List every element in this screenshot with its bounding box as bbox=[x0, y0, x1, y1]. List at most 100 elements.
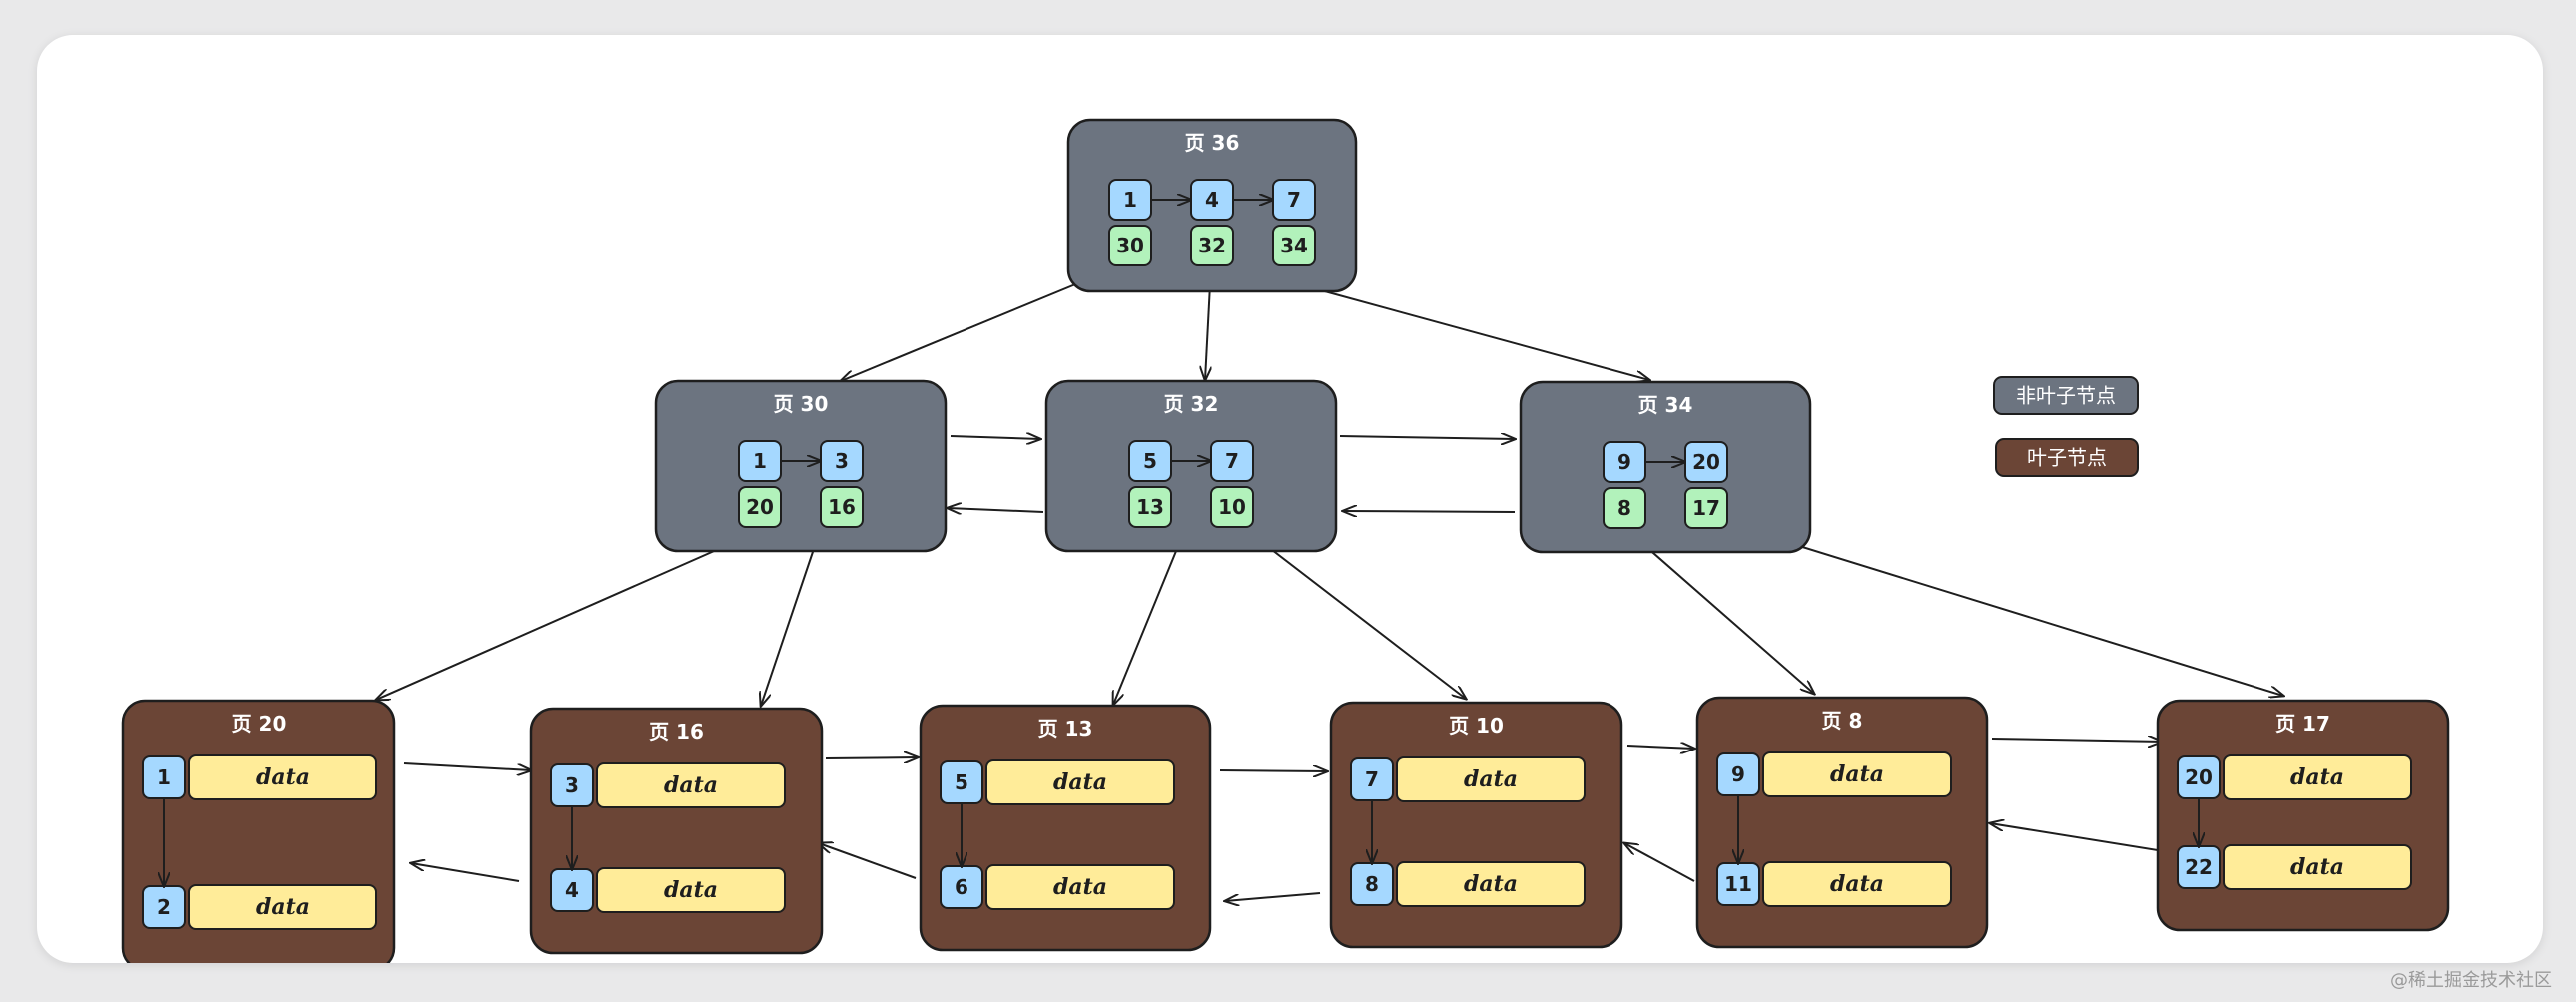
edges-layer bbox=[376, 281, 2283, 901]
data-block-box bbox=[188, 754, 377, 800]
page-title: 页 32 bbox=[1164, 392, 1219, 416]
sibling-link-arrow-p13-p10 bbox=[1219, 770, 1327, 771]
pointer-key: 1 bbox=[738, 440, 782, 482]
pointer-key: 3 bbox=[820, 440, 864, 482]
sibling-link-arrow-p16-p13 bbox=[825, 757, 918, 758]
page-node-box bbox=[919, 704, 1212, 952]
child-page-key-box bbox=[1272, 225, 1316, 266]
child-page-key-label: 32 bbox=[1198, 234, 1226, 257]
record-key-label: 8 bbox=[1365, 872, 1379, 896]
data-block-box bbox=[596, 762, 786, 808]
child-page-key-box bbox=[820, 486, 864, 528]
child-pointer-arrow-p36-p30 bbox=[841, 281, 1081, 381]
child-page-key-box bbox=[1210, 486, 1254, 528]
child-page-key-box bbox=[1108, 225, 1152, 266]
data-block-label: data bbox=[256, 894, 310, 920]
record-key: 2 bbox=[142, 885, 186, 929]
data-block: data bbox=[2223, 754, 2412, 800]
page-title: 页 36 bbox=[1185, 131, 1240, 155]
child-page-key: 17 bbox=[1684, 487, 1728, 529]
record-key-label: 3 bbox=[565, 773, 579, 797]
record-key-label: 22 bbox=[2185, 855, 2213, 879]
data-block-label: data bbox=[1830, 761, 1884, 787]
legend-label: 非叶子节点 bbox=[2016, 384, 2116, 408]
child-page-key: 32 bbox=[1190, 225, 1234, 266]
sibling-link-arrow-p8-p17 bbox=[1991, 739, 2162, 742]
pointer-key-label: 3 bbox=[835, 449, 849, 473]
child-page-key-box bbox=[1603, 487, 1646, 529]
child-page-key: 16 bbox=[820, 486, 864, 528]
child-page-key-label: 8 bbox=[1617, 496, 1631, 520]
record-key-label: 9 bbox=[1731, 762, 1745, 786]
child-page-key-label: 16 bbox=[828, 495, 856, 519]
pointer-key-box bbox=[1272, 179, 1316, 221]
data-block-box bbox=[1396, 861, 1586, 907]
record-key-label: 1 bbox=[157, 765, 171, 789]
data-block-box bbox=[2223, 754, 2412, 800]
record-key: 9 bbox=[1716, 752, 1760, 796]
page-node-box bbox=[1519, 380, 1812, 554]
page-title: 页 17 bbox=[2275, 712, 2330, 736]
child-page-key-label: 10 bbox=[1218, 495, 1246, 519]
pointer-key-box bbox=[1684, 441, 1728, 483]
data-block-box bbox=[2223, 844, 2412, 890]
record-key-label: 20 bbox=[2185, 765, 2213, 789]
pointer-key: 4 bbox=[1190, 179, 1234, 221]
sibling-link-arrow-p20-p16 bbox=[403, 762, 531, 770]
sibling-link-arrow-p30-p32 bbox=[950, 436, 1040, 439]
data-block-label: data bbox=[1053, 769, 1107, 795]
record-key: 1 bbox=[142, 755, 186, 799]
legend-item-leaf: 叶子节点 bbox=[1995, 438, 2139, 477]
child-pointer-arrow-p30-p20 bbox=[376, 536, 747, 700]
record-key: 11 bbox=[1716, 862, 1760, 906]
pointer-key-label: 7 bbox=[1287, 188, 1301, 212]
pointer-key-label: 20 bbox=[1692, 450, 1720, 474]
data-block: data bbox=[985, 759, 1175, 805]
pointer-key-label: 7 bbox=[1225, 449, 1239, 473]
pointer-key: 1 bbox=[1108, 179, 1152, 221]
record-key-label: 11 bbox=[1724, 872, 1752, 896]
pointer-key: 7 bbox=[1210, 440, 1254, 482]
record-key: 4 bbox=[550, 868, 594, 912]
pointer-key: 7 bbox=[1272, 179, 1316, 221]
data-block: data bbox=[985, 864, 1175, 910]
child-page-key-label: 17 bbox=[1692, 496, 1720, 520]
data-block-label: data bbox=[664, 877, 718, 903]
data-block-box bbox=[596, 867, 786, 913]
child-page-key-box bbox=[1128, 486, 1172, 528]
sibling-link-arrow-p16-p20 bbox=[411, 863, 520, 882]
child-page-key-box bbox=[738, 486, 782, 528]
pointer-key-box bbox=[1210, 440, 1254, 482]
page-node-box bbox=[654, 379, 948, 553]
record-key-label: 4 bbox=[565, 878, 579, 902]
child-page-key: 34 bbox=[1272, 225, 1316, 266]
data-block-box bbox=[1396, 756, 1586, 802]
data-block-label: data bbox=[1464, 766, 1518, 792]
page-node-p36: 页 36 130 4 32 7 34 bbox=[1066, 118, 1358, 293]
data-block: data bbox=[1396, 861, 1586, 907]
record-key: 7 bbox=[1350, 757, 1394, 801]
watermark: @稀土掘金技术社区 bbox=[2390, 970, 2552, 991]
record-key: 5 bbox=[940, 760, 983, 804]
data-block: data bbox=[1762, 752, 1952, 797]
sibling-link-arrow-p10-p13 bbox=[1225, 892, 1321, 901]
data-block: data bbox=[188, 884, 377, 930]
data-block-box bbox=[1762, 861, 1952, 907]
page-title: 页 13 bbox=[1038, 717, 1093, 741]
data-block: data bbox=[596, 762, 786, 808]
child-page-key: 30 bbox=[1108, 225, 1152, 266]
page-node-box bbox=[1044, 379, 1338, 553]
child-page-key: 20 bbox=[738, 486, 782, 528]
child-page-key-box bbox=[1684, 487, 1728, 529]
data-block-box bbox=[188, 884, 377, 930]
child-page-key: 10 bbox=[1210, 486, 1254, 528]
